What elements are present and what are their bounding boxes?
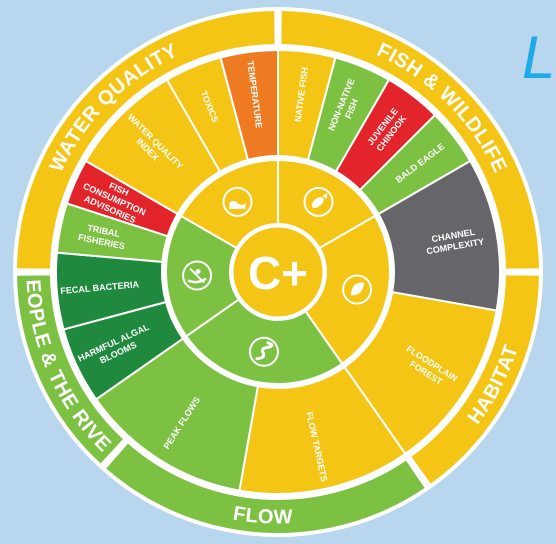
category-band-habitat	[408, 273, 541, 487]
category-band-flow	[103, 440, 428, 535]
category-grade-wedge-habitat	[304, 214, 391, 366]
river-icon	[248, 336, 279, 367]
kayak-icon	[182, 260, 213, 291]
category-band-water-quality	[15, 9, 277, 271]
corner-heading-letter: L	[522, 24, 555, 91]
category-grade-wedge-flow	[184, 298, 344, 385]
category-band-people-and-the-river	[15, 273, 126, 467]
category-label-flow: FLOW	[232, 503, 294, 529]
overall-grade: C+	[248, 247, 308, 299]
category-band-fish-and-wildlife	[279, 9, 541, 271]
water-surface-icon	[222, 186, 253, 217]
category-grade-wedge-fish-and-wildlife	[277, 158, 377, 250]
leaf-icon	[342, 274, 373, 305]
category-grade-wedge-people-and-the-river	[165, 214, 241, 338]
overall-grade-disc	[230, 224, 326, 320]
indicator-wedge-fish-consumption-advisories	[65, 159, 179, 238]
fish-icon	[303, 186, 334, 217]
